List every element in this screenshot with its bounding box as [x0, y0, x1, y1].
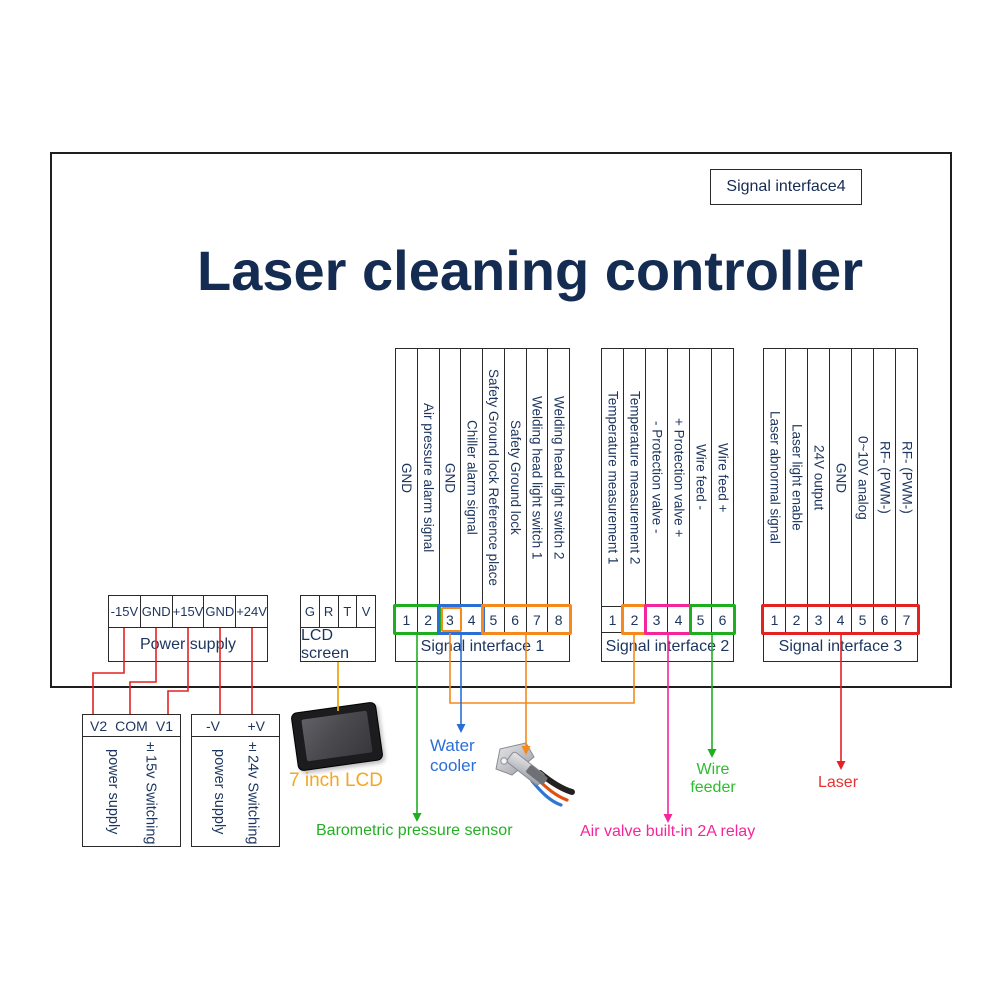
signal-label: RF- (PWM-)	[877, 441, 893, 514]
laser-annotation: Laser	[818, 774, 859, 791]
lcd-annotation: 7 inch LCD	[289, 770, 383, 791]
pin-number: 3	[808, 607, 830, 632]
signal-interface-3-block: Laser abnormal signal Laser light enable…	[763, 348, 918, 662]
pin-number: 6	[718, 611, 727, 628]
page-title: Laser cleaning controller	[197, 239, 863, 302]
pin-number: 6	[874, 607, 896, 632]
terminal-v2: V2	[90, 717, 108, 734]
switching-15v-terminals: V2 COM V1	[83, 715, 180, 737]
terminal-minus-v: -V	[206, 717, 220, 734]
lcd-screen-block: G R T V LCD screen	[300, 595, 376, 662]
lcd-pin: G	[301, 596, 320, 627]
signal-label: - Protection valve -	[649, 421, 665, 534]
pin-number: 1	[764, 607, 786, 632]
terminal-v1: V1	[155, 717, 173, 734]
box-text: power supply	[105, 748, 122, 835]
group-outline-magenta-si2-pins-3-4	[644, 604, 692, 635]
air-valve-annotation: Air valve built-in 2A relay	[580, 823, 756, 840]
group-outline-red-si3-pins-1-7	[761, 604, 920, 635]
signal-label: GND	[399, 462, 415, 493]
power-supply-block: -15V GND +15V GND +24V Power supply	[108, 595, 268, 662]
signal-label: GND	[442, 462, 458, 493]
pin-number: 5	[852, 607, 874, 632]
signal-label: Welding head light switch 1	[529, 395, 545, 560]
signal-interface-3-label: Signal interface 3	[763, 633, 918, 662]
signal-label: 0~10V analog	[855, 435, 871, 520]
power-pin: GND	[141, 596, 173, 627]
signal-label: Wire feed +	[715, 442, 731, 513]
pin-number: 7	[902, 611, 911, 628]
signal-label: Welding head light switch 2	[551, 395, 567, 560]
box-text: power supply	[210, 748, 227, 835]
signal-interface4-box: Signal interface4	[710, 169, 862, 205]
signal-interface-2-columns: Temperature measurement 1 Temperature me…	[601, 348, 734, 607]
signal-label: GND	[833, 462, 849, 493]
signal-interface-3-columns: Laser abnormal signal Laser light enable…	[763, 348, 918, 607]
signal-interface-1-columns: GND Air pressure alarm signal GND Chille…	[395, 348, 570, 607]
signal-interface-1-label: Signal interface 1	[395, 633, 570, 662]
signal-label: Chiller alarm signal	[464, 420, 480, 535]
signal-interface-3-pin-row: 1 2 3 4 5 6 7	[763, 607, 918, 633]
group-outline-green-si2-pins-5-6	[689, 604, 736, 635]
group-outline-orange-si1-pins-5-8	[481, 604, 572, 635]
signal-label: 24V output	[811, 444, 827, 511]
pin-number: 8	[554, 611, 563, 628]
signal-label: Air pressure alarm signal	[420, 402, 436, 553]
lcd-screen-label: LCD screen	[300, 627, 376, 662]
arrow-barometric	[412, 813, 422, 822]
arrow-laser	[836, 761, 846, 770]
box-text: ±24v Switching	[244, 738, 261, 845]
pin-number: 4	[830, 607, 852, 632]
water-cooler-annotation: Water cooler	[430, 736, 477, 775]
switching-24v-terminals: -V +V	[192, 715, 279, 737]
box-text: ±15v Switching	[142, 738, 159, 845]
signal-label: Temperature measurement 2	[627, 390, 643, 565]
signal-label: Laser abnormal signal	[767, 411, 783, 544]
power-pin: +15V	[173, 596, 205, 627]
group-outline-orange-si1-pin-3	[441, 607, 462, 632]
lcd-pin: R	[320, 596, 339, 627]
power-pin: GND	[204, 596, 237, 627]
signal-label: Safety Ground lock	[507, 420, 523, 535]
switching-power-15v-box: V2 COM V1 power supply ±15v Switching	[82, 714, 181, 847]
lcd-pin-row: G R T V	[300, 595, 376, 628]
signal-interface4-label: Signal interface4	[726, 178, 846, 195]
signal-label: Laser light enable	[789, 424, 805, 531]
signal-interface-2-label: Signal interface 2	[601, 633, 734, 662]
signal-label: RF- (PWM-)	[899, 441, 915, 514]
power-supply-label: Power supply	[108, 628, 268, 662]
signal-label: Safety Ground lock Reference place	[486, 369, 502, 586]
pin-number: 7	[527, 607, 549, 632]
lcd-photo	[290, 701, 384, 772]
welding-head-photo	[495, 742, 575, 807]
pin-number: 6	[505, 607, 527, 632]
arrow-air-valve	[663, 814, 673, 823]
switching-power-24v-box: -V +V power supply ±24v Switching	[191, 714, 280, 847]
torch-nozzle	[526, 765, 548, 785]
arrow-water-cooler	[456, 724, 466, 733]
pin-number: 3	[646, 607, 668, 632]
lcd-photo-screen	[301, 710, 373, 762]
signal-label: Wire feed -	[693, 444, 709, 511]
signal-label: Temperature measurement 1	[605, 390, 621, 565]
pin-number: 1	[396, 607, 418, 632]
arrow-wire-feeder	[707, 749, 717, 758]
group-outline-green-si1-pins-1-2	[393, 604, 441, 635]
signal-label: + Protection valve +	[671, 417, 687, 538]
power-pin: +24V	[236, 604, 267, 619]
pin-number: 5	[690, 607, 712, 632]
lcd-pin: T	[339, 596, 358, 627]
lcd-pin: V	[361, 604, 371, 619]
pin-number: 2	[786, 607, 808, 632]
power-supply-pin-row: -15V GND +15V GND +24V	[108, 595, 268, 628]
barometric-sensor-annotation: Barometric pressure sensor	[316, 822, 513, 839]
terminal-com: COM	[115, 717, 148, 734]
wire-feeder-annotation: Wire feeder	[690, 761, 736, 797]
terminal-plus-v: +V	[247, 717, 265, 734]
pin-number: 5	[483, 607, 505, 632]
torch-bolt	[500, 757, 508, 765]
power-pin: -15V	[109, 596, 141, 627]
